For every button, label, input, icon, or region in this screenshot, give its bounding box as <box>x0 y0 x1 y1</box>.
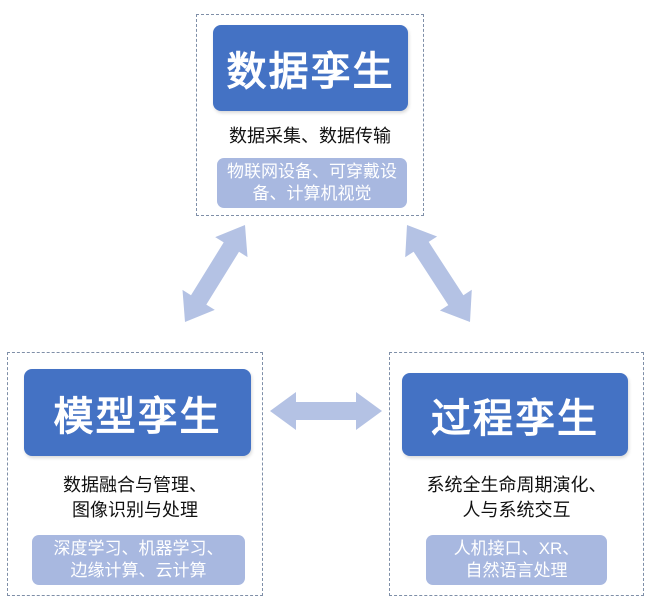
process-twin-tag-line: 人机接口、XR、 <box>453 539 580 558</box>
model-twin-desc-line: 数据融合与管理、 <box>63 475 207 495</box>
arrow-data-process <box>405 225 472 322</box>
model-twin-title: 模型孪生 <box>24 369 251 456</box>
data-twin-node: 数据孪生 数据采集、数据传输 物联网设备、可穿戴设 备、计算机视觉 <box>196 14 424 216</box>
process-twin-node: 过程孪生 系统全生命周期演化、 人与系统交互 人机接口、XR、 自然语言处理 <box>389 352 644 596</box>
process-twin-desc: 系统全生命周期演化、 人与系统交互 <box>390 473 643 523</box>
model-twin-tag-line: 边缘计算、云计算 <box>70 561 207 580</box>
process-twin-tag: 人机接口、XR、 自然语言处理 <box>426 535 607 585</box>
data-twin-desc-line: 数据采集、数据传输 <box>229 126 391 146</box>
data-twin-desc: 数据采集、数据传输 <box>197 124 423 149</box>
model-twin-tag: 深度学习、机器学习、 边缘计算、云计算 <box>32 535 245 585</box>
process-twin-desc-line: 人与系统交互 <box>462 500 571 520</box>
data-twin-title: 数据孪生 <box>213 25 408 111</box>
data-twin-tag-line: 备、计算机视觉 <box>252 184 372 203</box>
model-twin-desc: 数据融合与管理、 图像识别与处理 <box>8 473 262 523</box>
arrow-model-process <box>270 392 382 430</box>
model-twin-desc-line: 图像识别与处理 <box>72 500 198 520</box>
model-twin-node: 模型孪生 数据融合与管理、 图像识别与处理 深度学习、机器学习、 边缘计算、云计… <box>7 352 263 596</box>
process-twin-tag-line: 自然语言处理 <box>465 561 568 580</box>
process-twin-desc-line: 系统全生命周期演化、 <box>426 475 607 495</box>
model-twin-tag-line: 深度学习、机器学习、 <box>53 539 224 558</box>
data-twin-tag: 物联网设备、可穿戴设 备、计算机视觉 <box>217 158 407 208</box>
data-twin-tag-line: 物联网设备、可穿戴设 <box>227 162 397 181</box>
arrow-data-model <box>182 225 248 322</box>
process-twin-title: 过程孪生 <box>402 373 628 456</box>
